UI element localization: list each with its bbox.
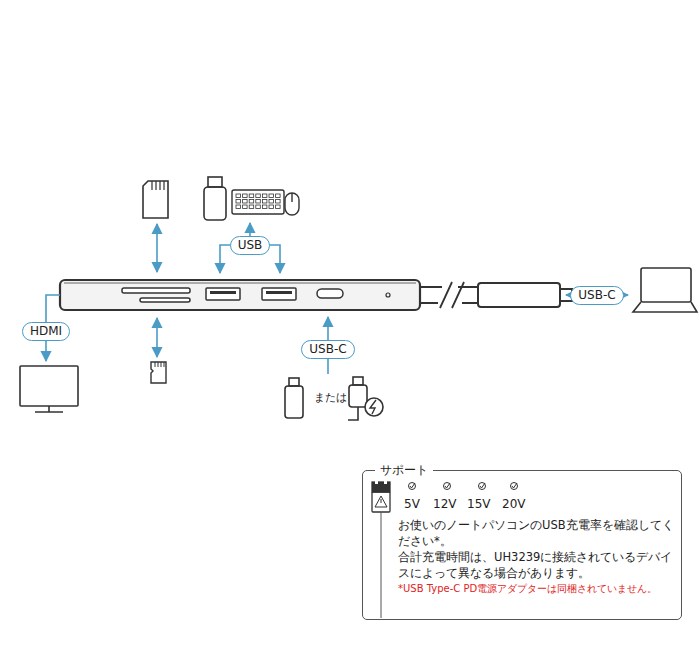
usb-hub	[60, 280, 420, 310]
support-panel: お使いのノートパソコンのUSB充電率を確認してください*。合計充電時間は、UH3…	[362, 470, 682, 620]
charger-icon	[348, 377, 383, 420]
usb-c-device-icon	[285, 378, 303, 418]
check-marks	[409, 483, 518, 490]
port-label-pill: USB-C	[301, 340, 354, 359]
port-label-pill: USB-C	[570, 286, 623, 305]
laptop-icon	[633, 268, 697, 312]
micro-sd-icon	[151, 362, 166, 383]
port-name: USB-C	[309, 342, 346, 356]
voltage-label: 5V	[404, 497, 420, 511]
monitor-icon	[20, 366, 78, 412]
port-name: USB-C	[578, 288, 615, 302]
voltage-label: 12V	[433, 497, 456, 511]
voltage-label: 15V	[467, 497, 490, 511]
sd-card-icon	[143, 181, 168, 218]
alternative-text: または	[314, 391, 347, 405]
connection-arrows	[46, 223, 628, 374]
plug-icon	[372, 479, 390, 618]
panel-text: 合計充電時間は、UH3239に接続されているデバイスによって異なる場合があります…	[398, 549, 678, 581]
cable	[420, 282, 572, 308]
panel-body: お使いのノートパソコンのUSB充電率を確認してください*。合計充電時間は、UH3…	[398, 517, 678, 597]
voltage-label: 20V	[502, 497, 525, 511]
port-name: HDMI	[30, 324, 62, 338]
mouse-icon	[285, 193, 299, 215]
port-name: USB	[238, 238, 263, 252]
usb-stick-icon	[204, 177, 226, 220]
footnote: *USB Type-C PD電源アダプターは同梱されていません。	[398, 581, 678, 597]
keyboard-icon	[232, 190, 284, 214]
panel-heading: サポート	[375, 462, 433, 478]
port-label-pill: USB	[230, 236, 271, 255]
panel-text: お使いのノートパソコンのUSB充電率を確認してください*。	[398, 517, 678, 549]
port-label-pill: HDMI	[22, 322, 70, 341]
